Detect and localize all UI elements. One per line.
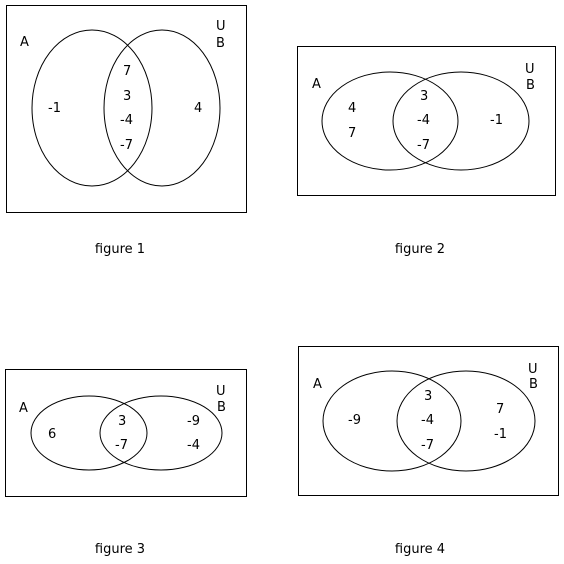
figure-4-set-a-circle — [322, 370, 462, 472]
figure-2-intersection-value: -4 — [417, 113, 430, 128]
figure-4-set-a-label: A — [313, 377, 322, 392]
figure-4-a-only-value: -9 — [348, 413, 361, 428]
figure-4-intersection-value: 3 — [424, 389, 432, 404]
figure-3-b-only-value: -9 — [187, 414, 200, 429]
figure-1-intersection-value: 7 — [123, 64, 131, 79]
figure-3-caption: figure 3 — [94, 542, 146, 557]
figure-4-b-only-value: -1 — [494, 427, 507, 442]
figure-2-b-only-value: -1 — [490, 113, 503, 128]
figure-2-caption: figure 2 — [394, 242, 446, 257]
figure-2-a-only-value: 7 — [348, 126, 356, 141]
figure-1-set-a-circle — [31, 29, 153, 187]
figure-1: A U B -1 7 3 -4 -7 4 — [6, 5, 247, 213]
figure-3: A U B 6 3 -7 -9 -4 — [5, 369, 247, 497]
figure-1-intersection-value: -7 — [120, 138, 133, 153]
figure-3-set-b-circle — [99, 395, 223, 471]
figure-3-universe-label: U — [216, 384, 226, 399]
figure-4-intersection-value: -4 — [421, 413, 434, 428]
figure-2-set-b-label: B — [526, 78, 535, 93]
figure-2-intersection-value: 3 — [420, 89, 428, 104]
figure-2-set-a-label: A — [312, 77, 321, 92]
figure-4-universe-label: U — [528, 362, 538, 377]
figure-3-intersection-value: -7 — [115, 438, 128, 453]
figure-4-set-b-label: B — [529, 377, 538, 392]
figure-1-intersection-value: -4 — [120, 113, 133, 128]
figure-4-b-only-value: 7 — [496, 402, 504, 417]
figure-1-set-a-label: A — [20, 35, 29, 50]
figure-1-set-b-label: B — [216, 36, 225, 51]
figure-1-universe-label: U — [216, 19, 226, 34]
figure-2-set-b-circle — [392, 71, 530, 171]
figure-3-a-only-value: 6 — [48, 427, 56, 442]
figure-2-universe-label: U — [525, 62, 535, 77]
figure-4: A U B -9 3 -4 -7 7 -1 — [298, 346, 559, 496]
figure-1-b-only-value: 4 — [194, 101, 202, 116]
figure-2: A U B 4 7 3 -4 -7 -1 — [297, 46, 556, 196]
figure-2-universe-box — [297, 46, 556, 196]
figure-4-caption: figure 4 — [394, 542, 446, 557]
figure-3-set-a-label: A — [19, 401, 28, 416]
figure-1-intersection-value: 3 — [123, 89, 131, 104]
figure-1-universe-box — [6, 5, 247, 213]
figure-2-a-only-value: 4 — [348, 101, 356, 116]
figure-4-set-b-circle — [396, 370, 536, 472]
figure-1-a-only-value: -1 — [48, 101, 61, 116]
figure-3-b-only-value: -4 — [187, 438, 200, 453]
figure-3-set-a-circle — [30, 395, 148, 471]
figure-4-universe-box — [298, 346, 559, 496]
figure-3-intersection-value: 3 — [118, 414, 126, 429]
figure-4-intersection-value: -7 — [421, 438, 434, 453]
figure-1-set-b-circle — [103, 29, 221, 187]
figure-2-intersection-value: -7 — [417, 138, 430, 153]
figure-2-set-a-circle — [321, 71, 459, 171]
figure-3-set-b-label: B — [217, 400, 226, 415]
figure-3-universe-box — [5, 369, 247, 497]
figure-1-caption: figure 1 — [94, 242, 146, 257]
